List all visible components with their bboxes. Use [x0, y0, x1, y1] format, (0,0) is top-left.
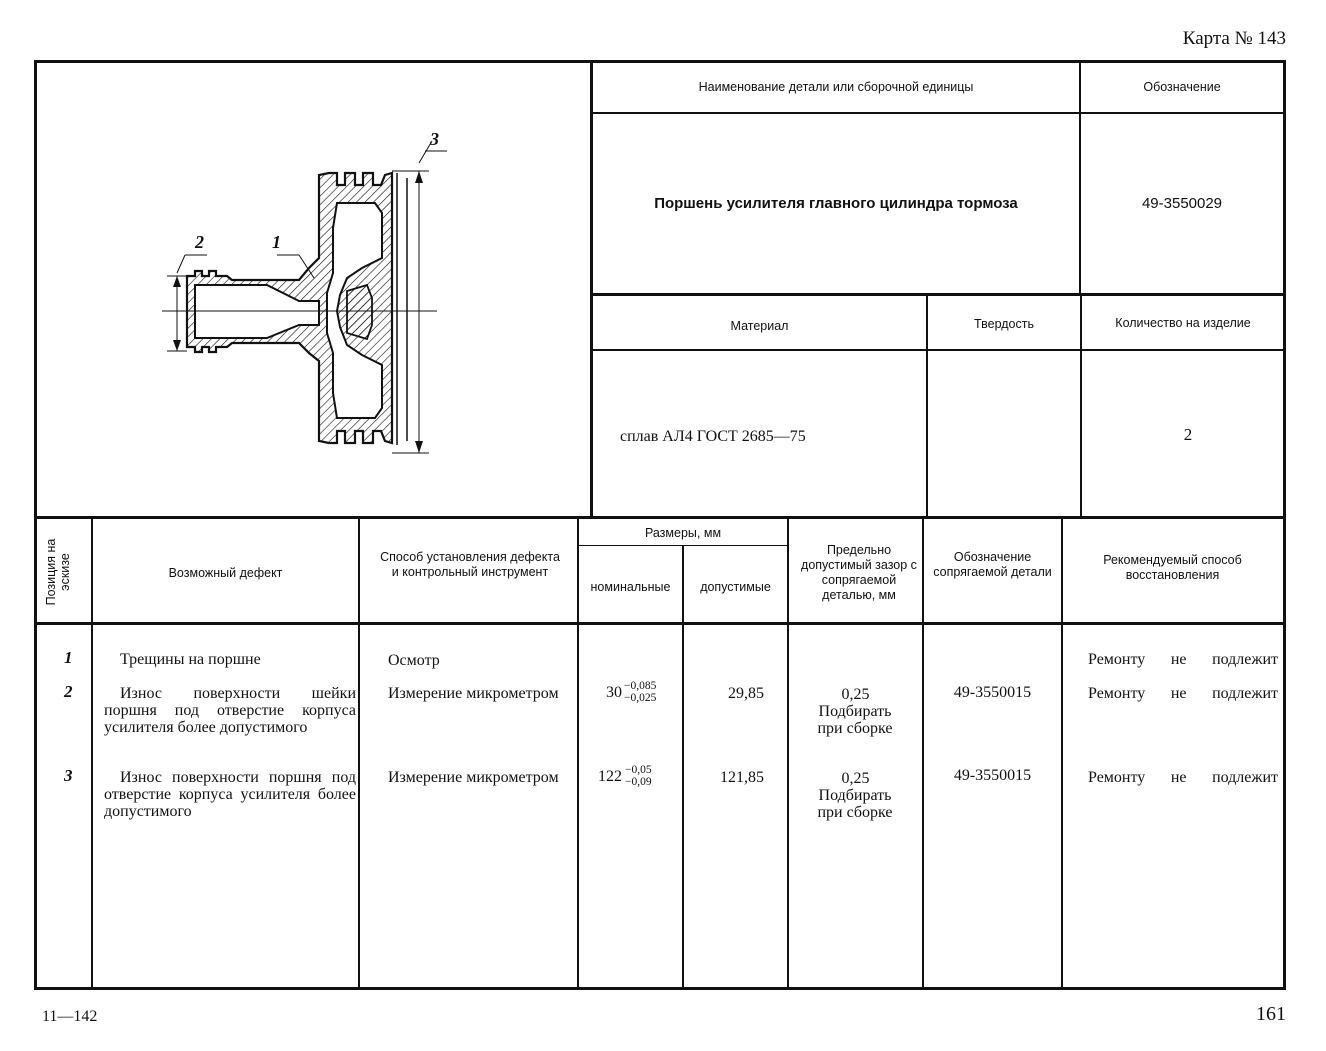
designation-header: Обозначение [1143, 80, 1221, 94]
name-header-line [592, 112, 1284, 114]
hardness-divider-left [926, 295, 928, 517]
header-defect: Возможный дефект [168, 566, 283, 580]
row3-nominal-base: 122 [598, 768, 622, 785]
hardness-header: Твердость [974, 317, 1034, 331]
row2-allowable: 29,85 [728, 685, 764, 702]
hardness-divider-right [1080, 295, 1082, 517]
frame-top [34, 60, 1286, 63]
row2-nominal-base: 30 [606, 684, 622, 701]
part-name-header: Наименование детали или сборочной единиц… [698, 80, 974, 94]
sketch-divider [590, 60, 593, 518]
col-divider-position [91, 518, 93, 988]
col-divider-defect [358, 518, 360, 988]
row1-position: 1 [64, 648, 73, 667]
row2-mating: 49-3550015 [953, 684, 1032, 701]
row3-nominal: 122 −0,05 −0,09 [598, 764, 652, 788]
row3-nominal-upper: −0,05 [625, 764, 652, 776]
row1-restore: Ремонту не подлежит [1088, 651, 1278, 668]
row2-clearance: 0,25 [841, 686, 870, 703]
material-header: Материал [730, 319, 789, 333]
row2-nominal: 30 −0,085 −0,025 [606, 680, 656, 704]
header-clearance: Предельно допустимый зазор с сопрягаемой… [801, 543, 917, 602]
row3-method: Измерение микрометром [388, 769, 559, 786]
page-number: 161 [1256, 1003, 1286, 1025]
designation-divider [1079, 60, 1081, 295]
header-position: Позиция на эскизе [44, 538, 72, 606]
material-header-line [592, 349, 1284, 351]
col-divider-method [577, 518, 579, 988]
frame-right [1283, 60, 1286, 990]
row3-clearance-note: Подбирать при сборке [817, 787, 893, 821]
row2-defect: Износ поверхности шейки поршня под отвер… [104, 685, 356, 736]
material-value: сплав АЛ4 ГОСТ 2685—75 [620, 428, 806, 445]
card-title: Карта № 143 [1182, 28, 1286, 49]
row3-defect: Износ поверхности поршня под отверстие к… [104, 769, 356, 820]
row3-mating: 49-3550015 [953, 767, 1032, 784]
header-sizes: Размеры, мм [644, 526, 722, 540]
row2-position: 2 [64, 682, 73, 701]
quantity-header: Количество на изделие [1115, 316, 1251, 330]
row1-method: Осмотр [388, 652, 440, 669]
row3-position: 3 [64, 766, 73, 785]
row3-nominal-lower: −0,09 [625, 776, 652, 788]
callout-1: 1 [272, 232, 281, 252]
quantity-value: 2 [1183, 425, 1193, 444]
header-mating: Обозначение сопрягаемой детали [933, 550, 1052, 579]
row3-allowable: 121,85 [720, 769, 764, 786]
footer-left: 11—142 [42, 1008, 98, 1025]
col-divider-allowable [787, 518, 789, 988]
frame-bottom [34, 987, 1286, 990]
sizes-subheader-line [579, 545, 787, 546]
header-restore: Рекомендуемый способ восстановления [1103, 553, 1242, 582]
material-section-line [592, 293, 1284, 296]
callout-3: 3 [430, 129, 439, 149]
row2-method: Измерение микрометром [388, 685, 559, 702]
frame-left [34, 60, 37, 990]
col-divider-clearance [922, 518, 924, 988]
row2-restore: Ремонту не подлежит [1088, 685, 1278, 702]
header-nominal: номинальные [590, 580, 671, 594]
callout-2: 2 [195, 232, 204, 252]
table-header-bottom [34, 622, 1286, 625]
part-name: Поршень усилителя главного цилиндра торм… [654, 195, 1018, 212]
row1-defect: Трещины на поршне [120, 651, 261, 668]
row3-restore: Ремонту не подлежит [1088, 769, 1278, 786]
col-divider-nominal [682, 545, 684, 988]
part-sketch [162, 140, 447, 454]
row2-clearance-note: Подбирать при сборке [817, 703, 893, 737]
row2-nominal-lower: −0,025 [624, 692, 657, 704]
row3-clearance: 0,25 [841, 770, 870, 787]
header-allowable: допустимые [700, 580, 771, 594]
header-method: Способ установления дефекта и контрольны… [380, 550, 560, 579]
row2-nominal-upper: −0,085 [624, 680, 657, 692]
col-divider-mating [1061, 518, 1063, 988]
part-designation: 49-3550029 [1141, 195, 1223, 212]
upper-lower-divider [34, 516, 1286, 519]
